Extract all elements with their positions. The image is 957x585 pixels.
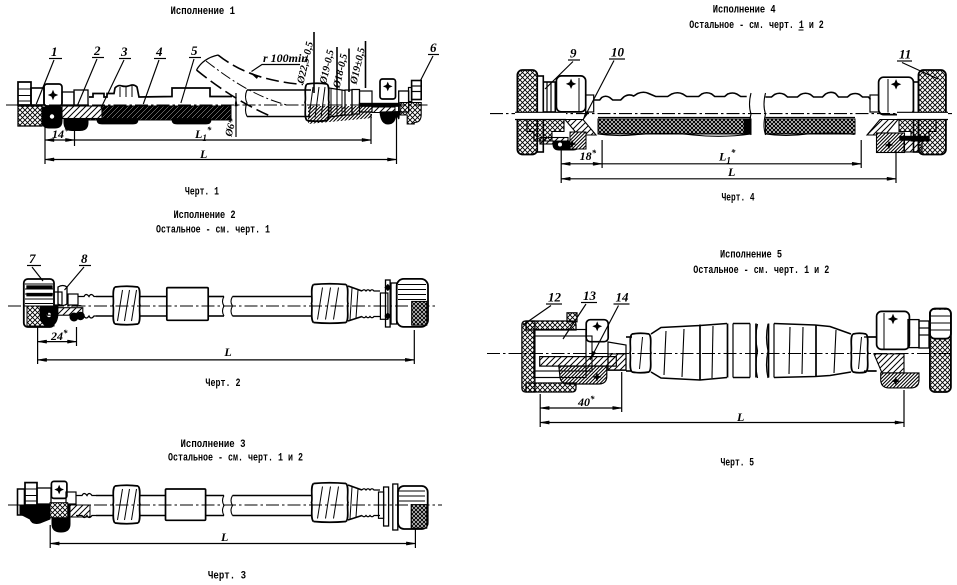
svg-text:Остальное - см. черт. 1: Остальное - см. черт. 1: [156, 225, 270, 237]
svg-text:3: 3: [120, 44, 128, 59]
svg-text:L: L: [727, 165, 735, 179]
svg-text:Исполнение 3: Исполнение 3: [181, 439, 246, 451]
svg-text:10: 10: [611, 45, 625, 60]
svg-text:Исполнение 1: Исполнение 1: [171, 6, 236, 18]
svg-text:L: L: [223, 345, 231, 359]
svg-text:2: 2: [93, 43, 101, 58]
svg-text:Остальное - см. черт. 1 и 2: Остальное - см. черт. 1 и 2: [689, 20, 824, 32]
svg-text:Черт. 5: Черт. 5: [721, 458, 755, 470]
svg-text:Исполнение 2: Исполнение 2: [174, 210, 236, 222]
svg-text:1: 1: [51, 44, 58, 59]
svg-text:12: 12: [548, 290, 562, 305]
svg-text:6: 6: [430, 40, 437, 55]
svg-text:14: 14: [616, 290, 630, 305]
svg-text:L: L: [220, 530, 228, 544]
svg-text:r 100min: r 100min: [263, 51, 308, 65]
svg-text:L: L: [199, 147, 207, 161]
svg-text:4: 4: [155, 44, 163, 59]
svg-text:9: 9: [570, 46, 577, 61]
svg-text:Исполнение 4: Исполнение 4: [713, 5, 776, 17]
svg-text:Остальное - см. черт. 1 и 2: Остальное - см. черт. 1 и 2: [168, 453, 303, 465]
svg-text:7: 7: [29, 251, 36, 266]
svg-text:13: 13: [583, 288, 597, 303]
svg-text:Черт. 4: Черт. 4: [722, 193, 755, 205]
svg-text:Исполнение 5: Исполнение 5: [720, 250, 782, 262]
svg-text:Ø6*: Ø6*: [223, 117, 238, 139]
svg-text:11: 11: [899, 47, 911, 62]
svg-text:Остальное - см. черт. 1 и 2: Остальное - см. черт. 1 и 2: [693, 265, 829, 277]
svg-text:Черт. 1: Черт. 1: [185, 187, 219, 199]
svg-text:Черт. 2: Черт. 2: [206, 378, 241, 390]
svg-text:8: 8: [81, 251, 88, 266]
svg-text:Черт. 3: Черт. 3: [208, 571, 246, 583]
svg-text:5: 5: [191, 43, 198, 58]
svg-text:L: L: [736, 410, 744, 424]
